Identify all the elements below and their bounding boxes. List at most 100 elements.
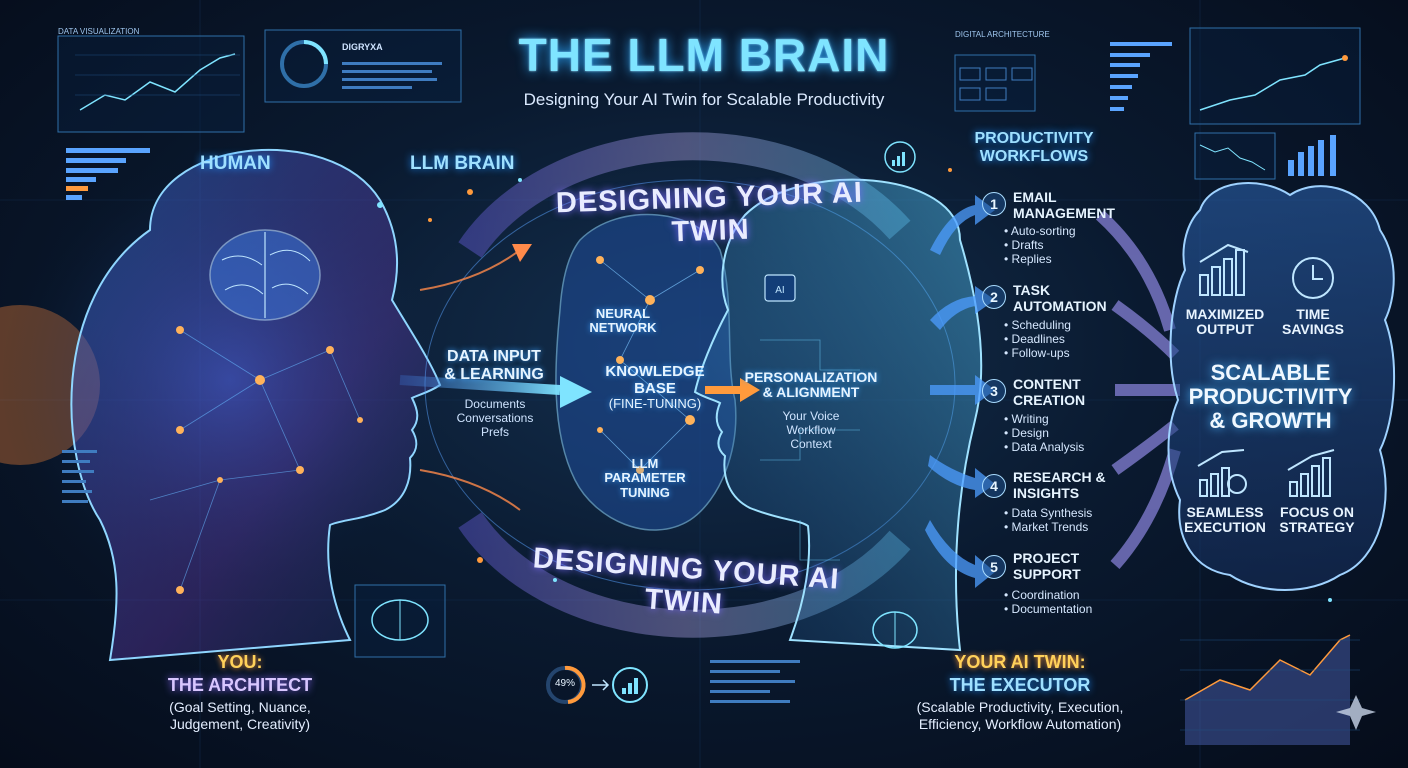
time-savings-line1: TIME — [1296, 306, 1330, 322]
brain-thumbnail-panel — [354, 584, 446, 658]
workflows-heading-line2: WORKFLOWS — [979, 148, 1089, 166]
knowledge-base-line1: KNOWLEDGE — [605, 363, 705, 380]
sparkle-icon — [1336, 695, 1376, 730]
knowledge-base-line2: BASE — [634, 379, 676, 397]
workflow-number: 4 — [982, 474, 1006, 498]
radial-gauge-panel — [264, 29, 462, 103]
workflow-bullet: Drafts — [1004, 238, 1124, 252]
ai-chip-icon: AI — [764, 274, 796, 302]
workflow-title-line2: SUPPORT — [1013, 565, 1081, 582]
seamless-execution-line2: EXECUTION — [1184, 519, 1266, 536]
workflow-bullet: Market Trends — [1004, 520, 1124, 534]
workflow-bullet: Documentation — [1004, 602, 1124, 616]
twin-title-line2: THE EXECUTOR — [949, 675, 1091, 695]
data-input-item: Documents — [464, 397, 526, 411]
workflow-number: 2 — [982, 285, 1006, 309]
mini-bar-icon — [612, 667, 648, 703]
scalable-productivity-line3: & GROWTH — [1209, 408, 1332, 434]
human-label: HUMAN — [200, 153, 271, 174]
workflow-title-line1: PROJECT — [1013, 550, 1080, 566]
data-input-line2: & LEARNING — [444, 365, 544, 383]
area-chart-panel — [1180, 634, 1360, 745]
workflow-bullet: Data Analysis — [1004, 440, 1124, 454]
scalable-productivity-line1: SCALABLE — [1210, 360, 1331, 385]
workflow-number: 5 — [982, 555, 1006, 579]
workflow-number: 1 — [982, 192, 1006, 216]
clock-icon — [1292, 257, 1334, 299]
workflow-title: TASK AUTOMATION — [1013, 282, 1123, 314]
svg-text:AI: AI — [775, 285, 784, 296]
time-savings-label: TIME SAVINGS — [1278, 306, 1348, 338]
seamless-execution-line1: SEAMLESS — [1186, 504, 1264, 520]
scalable-productivity-line2: PRODUCTIVITY — [1188, 384, 1353, 410]
twin-brain-thumbnail — [872, 611, 918, 649]
subtitle: Designing Your AI Twin for Scalable Prod… — [523, 90, 885, 109]
workflow-title-line2: AUTOMATION — [1013, 297, 1107, 314]
neural-network-label: NEURAL NETWORK — [578, 306, 668, 336]
workflow-title-line1: EMAIL — [1013, 189, 1057, 205]
knowledge-base-line3: (FINE-TUNING) — [608, 396, 702, 411]
human-brain-icon — [209, 229, 321, 321]
seamless-execution-label: SEAMLESS EXECUTION — [1180, 504, 1270, 536]
focus-on-strategy-label: FOCUS ON STRATEGY — [1272, 504, 1362, 536]
workflow-bullet: Follow-ups — [1004, 346, 1124, 360]
llm-brain-label: LLM BRAIN — [410, 153, 515, 174]
parameter-tuning-line3: TUNING — [620, 484, 670, 500]
top-panel-label: DIGRYXA — [342, 42, 383, 52]
workflow-title-line1: RESEARCH & — [1013, 469, 1106, 485]
parameter-tuning-line1: LLM — [631, 456, 659, 471]
workflow-title-line2: CREATION — [1013, 391, 1086, 408]
data-visualization-label: DATA VISUALIZATION — [58, 27, 140, 36]
workflow-bullets: Auto-sorting Drafts Replies — [1004, 224, 1124, 266]
workflow-title: EMAIL MANAGEMENT — [1013, 189, 1123, 221]
workflow-title-line2: MANAGEMENT — [1013, 204, 1115, 221]
workflow-title: RESEARCH & INSIGHTS — [1013, 469, 1123, 501]
workflow-bullets: Scheduling Deadlines Follow-ups — [1004, 318, 1124, 360]
neural-network-line1: NEURAL — [595, 306, 651, 321]
main-title: THE LLM BRAIN — [518, 29, 890, 81]
workflow-title-line1: CONTENT — [1013, 376, 1081, 392]
parameter-tuning-label: LLM PARAMETER TUNING — [595, 456, 695, 500]
digital-architecture-label: DIGITAL ARCHITECTURE — [955, 30, 1050, 39]
maximized-output-line1: MAXIMIZED — [1185, 306, 1265, 322]
data-input-title: DATA INPUT & LEARNING — [428, 348, 560, 383]
data-input-items: Documents Conversations Prefs — [432, 397, 558, 439]
data-visualization-panel — [57, 35, 245, 133]
maximized-output-label: MAXIMIZED OUTPUT — [1180, 306, 1270, 338]
you-title-line1: YOU: — [217, 652, 263, 672]
twin-title-line1: YOUR AI TWIN: — [954, 652, 1086, 672]
personalization-label: PERSONALIZATION & ALIGNMENT — [736, 369, 886, 401]
workflow-bullet: Design — [1004, 426, 1124, 440]
parameter-tuning-line2: PARAMETER — [604, 470, 686, 486]
growth-chart-icon — [1197, 449, 1247, 497]
workflow-bullet: Data Synthesis — [1004, 506, 1124, 520]
time-savings-line2: SAVINGS — [1282, 321, 1344, 338]
workflow-title-line1: TASK — [1013, 282, 1051, 298]
bar-list-panel — [66, 148, 150, 200]
data-input-item: Prefs — [480, 424, 509, 439]
workflow-title-line2: INSIGHTS — [1013, 484, 1080, 501]
twin-description: (Scalable Productivity, Execution, Effic… — [895, 699, 1145, 733]
workflow-bullets: Writing Design Data Analysis — [1004, 412, 1124, 454]
workflow-bullet: Auto-sorting — [1004, 224, 1124, 238]
workflow-bullet: Deadlines — [1004, 332, 1124, 346]
scalable-productivity-label: SCALABLE PRODUCTIVITY & GROWTH — [1178, 360, 1363, 434]
arrow-right-icon — [592, 679, 610, 691]
focus-on-strategy-line2: STRATEGY — [1279, 519, 1355, 536]
you-description-line2: Judgement, Creativity) — [169, 715, 311, 732]
data-input-line1: DATA INPUT — [447, 348, 541, 365]
digital-architecture-panel — [954, 42, 1172, 112]
bar-chart-icon — [1199, 243, 1249, 296]
twin-description-line2: Efficiency, Workflow Automation) — [918, 715, 1122, 732]
growth-line-panel — [1189, 27, 1361, 125]
workflow-bullets: Coordination Documentation — [1004, 588, 1124, 616]
focus-on-strategy-line1: FOCUS ON — [1280, 504, 1354, 520]
workflows-heading-line1: PRODUCTIVITY — [974, 130, 1094, 147]
workflow-bullet: Coordination — [1004, 588, 1124, 602]
personalization-item: Your Voice — [782, 409, 840, 423]
data-input-item: Conversations — [456, 410, 534, 425]
personalization-line1: PERSONALIZATION — [744, 369, 878, 385]
workflow-bullet: Scheduling — [1004, 318, 1124, 332]
you-description: (Goal Setting, Nuance, Judgement, Creati… — [130, 699, 350, 733]
